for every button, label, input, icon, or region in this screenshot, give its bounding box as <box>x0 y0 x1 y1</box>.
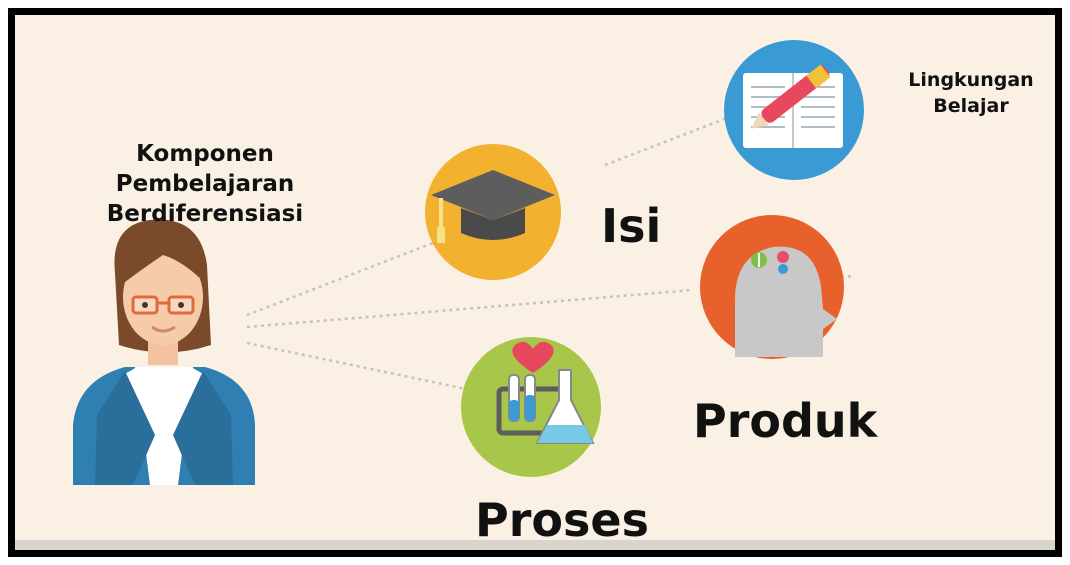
diagram-frame: Komponen Pembelajaran Berdiferensiasi Is… <box>8 8 1062 557</box>
produk-label: Produk <box>693 394 878 448</box>
title-line-2: Pembelajaran <box>115 171 295 197</box>
connector-lines <box>246 116 856 392</box>
lab-flasks-icon <box>496 341 595 444</box>
isi-node-icon <box>425 144 561 280</box>
isi-label: Isi <box>601 199 662 253</box>
connector-isi <box>246 241 434 317</box>
produk-node-icon <box>700 215 844 359</box>
connector-lingkungan <box>604 116 728 167</box>
lingkungan-label-line-2: Belajar <box>933 95 1009 117</box>
connector-produk <box>246 288 694 329</box>
proses-label: Proses <box>475 493 649 547</box>
diagram-canvas <box>73 40 864 485</box>
title-line-1: Komponen <box>136 141 274 167</box>
notebook-pen-icon <box>743 64 843 148</box>
head-ideas-icon <box>734 246 837 357</box>
connector-produk-tail <box>840 274 856 279</box>
bottom-strip <box>15 540 1055 550</box>
lingkungan-node-icon <box>724 40 864 180</box>
lingkungan-label-line-1: Lingkungan <box>908 69 1034 91</box>
proses-node-icon <box>461 337 601 477</box>
title-line-3: Berdiferensiasi <box>106 201 304 227</box>
connector-proses <box>246 341 472 392</box>
graduation-cap-icon <box>431 170 555 243</box>
teacher-avatar-icon <box>73 219 255 485</box>
